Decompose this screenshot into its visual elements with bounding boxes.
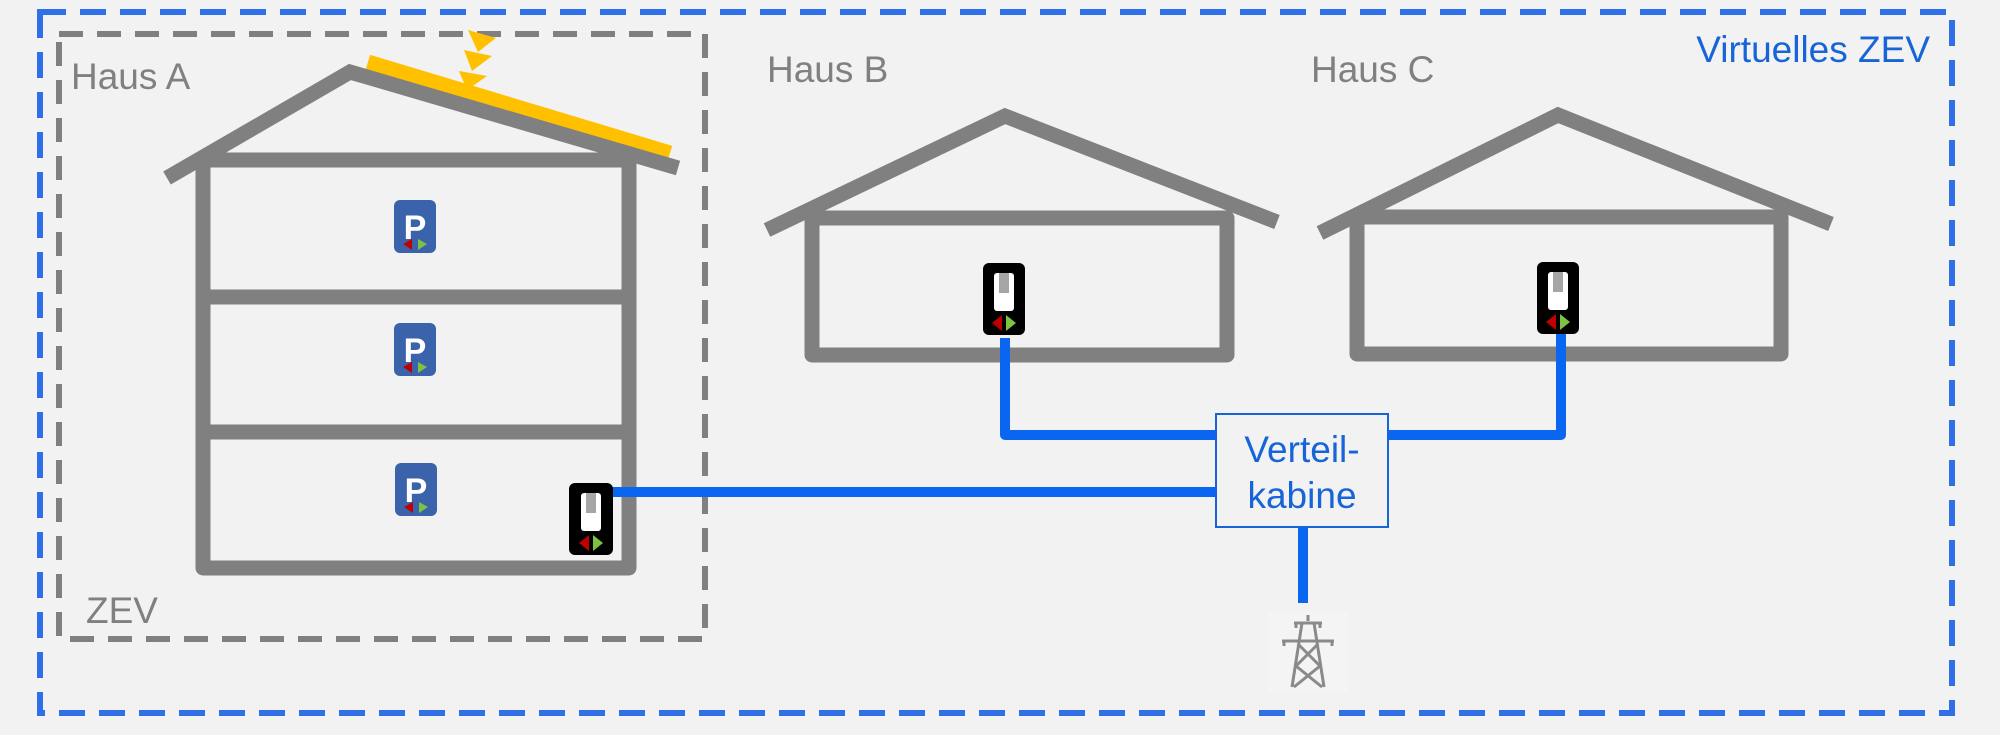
house-a-label: Haus A [71,56,191,97]
wire-house-c [1388,334,1566,440]
electricity-meter-icon [569,483,613,555]
house-b-label: Haus B [767,49,888,90]
wiring [612,334,1566,603]
zev-label: ZEV [86,590,158,631]
house-a: Haus A P P P [71,30,681,576]
ev-parking-icon: P [394,200,436,253]
ev-parking-icon: P [395,463,437,516]
house-a-walls [195,152,637,576]
virtual-zev-boundary [37,9,1955,716]
electricity-meter-icon [1537,262,1579,334]
svg-text:P: P [404,332,427,370]
power-pylon-icon [1268,611,1348,693]
house-c: Haus C [1311,49,1834,362]
electricity-meter-icon [983,263,1025,335]
virtual-zev-label: Virtuelles ZEV [1696,29,1930,70]
house-c-walls [1349,209,1789,362]
zev-boundary [56,31,708,642]
ev-parking-icon: P [394,323,436,376]
house-b: Haus B [763,49,1280,363]
house-b-walls [804,210,1235,363]
cabinet-label-line1: Verteil- [1244,429,1359,470]
wire-house-b [1000,338,1216,440]
house-a-roof [163,63,681,185]
distribution-cabinet: Verteil- kabine [1215,413,1389,528]
house-c-roof [1316,106,1834,240]
solar-panel [365,54,673,161]
cabinet-label-line2: kabine [1247,475,1356,516]
sunlight-icon [459,30,496,90]
house-c-label: Haus C [1311,49,1434,90]
svg-text:P: P [404,209,427,247]
svg-text:P: P [405,472,428,510]
house-b-roof [763,107,1280,237]
